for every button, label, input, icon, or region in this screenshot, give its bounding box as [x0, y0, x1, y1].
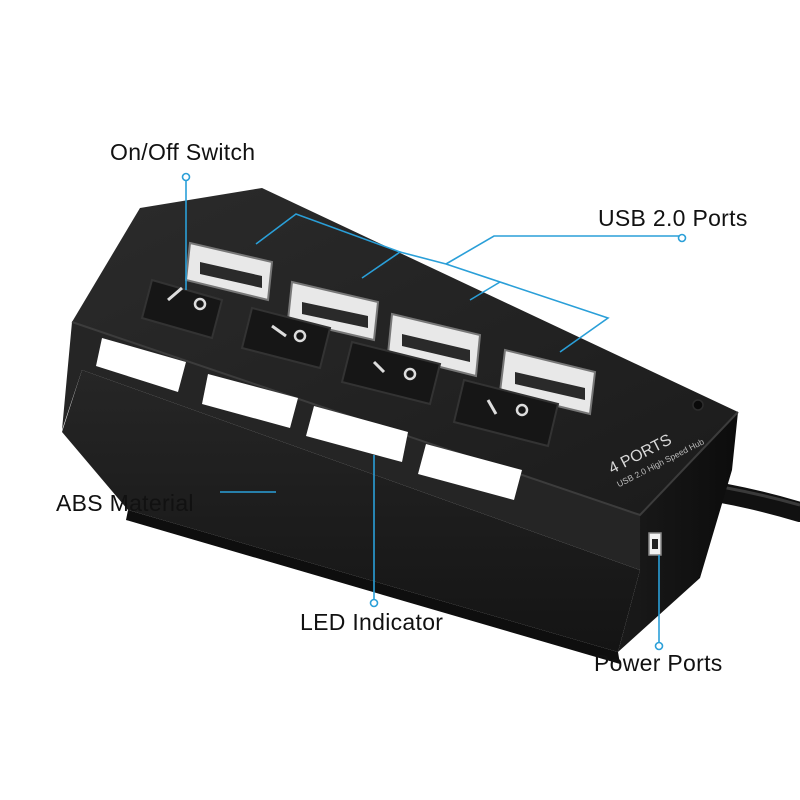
callout-led-indicator: LED Indicator: [300, 609, 444, 635]
usb-port-2: [286, 280, 380, 342]
led-window-3: [306, 406, 408, 462]
callout-power-ports: Power Ports: [594, 650, 723, 676]
leader-lines: [181, 172, 687, 651]
callout-abs-material: ABS Material: [56, 490, 194, 516]
usb-port-1: [184, 241, 274, 302]
callout-usb-ports: USB 2.0 Ports: [598, 205, 748, 231]
led-window-4: [418, 444, 522, 500]
led-window-1: [96, 338, 186, 392]
rocker-switch-4: [452, 378, 560, 448]
rocker-switch-1: [140, 278, 224, 340]
usb-port-3: [386, 312, 482, 378]
status-led-icon: [692, 399, 704, 411]
rocker-switch-3: [340, 340, 442, 406]
hub-body: [62, 188, 739, 664]
callout-on-off-switch: On/Off Switch: [110, 139, 256, 165]
usb-port-4: [498, 348, 597, 416]
power-port: [648, 532, 662, 556]
led-window-2: [202, 374, 298, 428]
rocker-switch-2: [240, 306, 332, 370]
